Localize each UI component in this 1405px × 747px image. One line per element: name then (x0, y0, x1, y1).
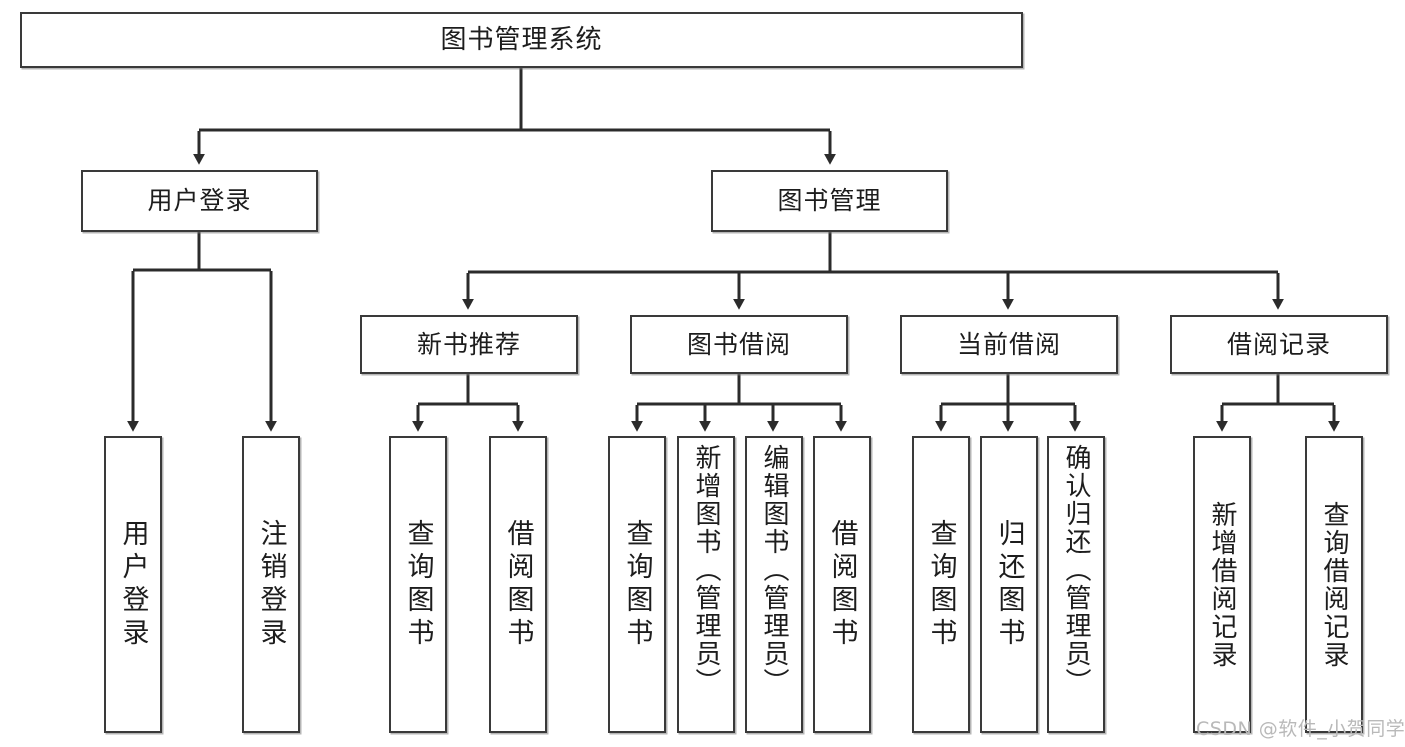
node-new-book-recommend[interactable]: 新书推荐 (360, 315, 578, 374)
node-user-login[interactable]: 用户登录 (81, 170, 318, 232)
node-book-management[interactable]: 图书管理 (711, 170, 948, 232)
node-label: 图书借阅 (686, 329, 791, 359)
leaf-logout-login[interactable]: 注销登录 (242, 436, 300, 733)
leaf-edit-book-admin[interactable]: 编辑图书（管理员） (745, 436, 803, 733)
leaf-borrow-book-recommend[interactable]: 借阅图书 (489, 436, 547, 733)
node-label: 用户登录 (147, 186, 252, 216)
leaf-return-book[interactable]: 归还图书 (980, 436, 1038, 733)
node-label: 归还图书 (993, 518, 1025, 651)
leaf-query-borrow-record[interactable]: 查询借阅记录 (1305, 436, 1363, 733)
node-label: 用户登录 (117, 518, 149, 651)
node-label: 新增图书（管理员） (691, 444, 721, 696)
node-label: 确认归还（管理员） (1061, 444, 1091, 696)
leaf-confirm-return-admin[interactable]: 确认归还（管理员） (1047, 436, 1105, 733)
node-label: 新增借阅记录 (1207, 500, 1237, 669)
node-label: 借阅图书 (826, 518, 858, 651)
node-borrow-record[interactable]: 借阅记录 (1170, 315, 1388, 374)
node-label: 当前借阅 (956, 329, 1061, 359)
node-label: 借阅图书 (502, 518, 534, 651)
node-label: 图书管理 (777, 186, 882, 216)
leaf-borrow-book-borrow[interactable]: 借阅图书 (813, 436, 871, 733)
leaf-query-book-current[interactable]: 查询图书 (912, 436, 970, 733)
watermark-text: CSDN @软件_小贺同学 (1196, 718, 1405, 740)
node-label: 新书推荐 (416, 329, 521, 359)
leaf-query-book-borrow[interactable]: 查询图书 (608, 436, 666, 733)
node-book-borrow[interactable]: 图书借阅 (630, 315, 848, 374)
node-label: 查询图书 (621, 518, 653, 651)
leaf-add-borrow-record[interactable]: 新增借阅记录 (1193, 436, 1251, 733)
node-label: 查询图书 (925, 518, 957, 651)
node-label: 借阅记录 (1226, 329, 1331, 359)
node-current-borrow[interactable]: 当前借阅 (900, 315, 1118, 374)
node-label: 编辑图书（管理员） (759, 444, 789, 696)
node-root-book-management-system[interactable]: 图书管理系统 (20, 12, 1023, 68)
node-label: 查询图书 (402, 518, 434, 651)
leaf-query-book-recommend[interactable]: 查询图书 (389, 436, 447, 733)
csdn-watermark: CSDN @软件_小贺同学 (1196, 714, 1405, 741)
node-label: 图书管理系统 (440, 24, 603, 55)
leaf-add-book-admin[interactable]: 新增图书（管理员） (677, 436, 735, 733)
leaf-user-login[interactable]: 用户登录 (104, 436, 162, 733)
node-label: 注销登录 (255, 518, 287, 651)
node-label: 查询借阅记录 (1319, 500, 1349, 669)
